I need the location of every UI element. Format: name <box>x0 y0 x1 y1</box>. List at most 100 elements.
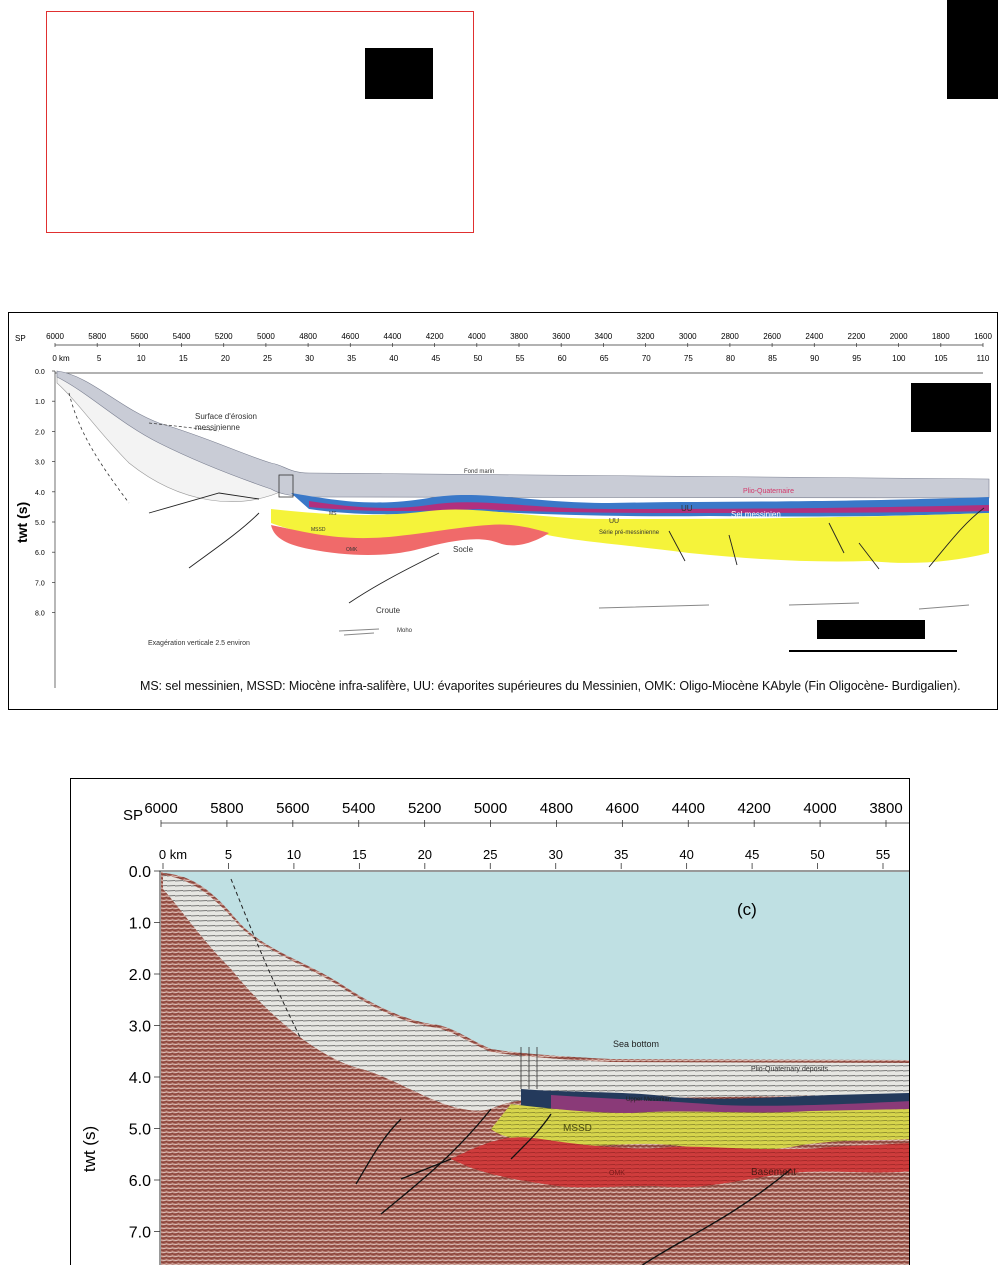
sp-tick-label: 5000 <box>474 800 507 817</box>
km-tick-label: 20 <box>418 847 432 862</box>
label-ms: MS <box>329 511 337 517</box>
water-column <box>163 872 909 1060</box>
km-tick-label: 25 <box>483 847 497 862</box>
sp-tick-label: 2600 <box>763 332 781 341</box>
km-tick-label: 60 <box>558 354 567 363</box>
label-uu-b: UU <box>609 518 619 525</box>
scale-bar <box>789 650 957 652</box>
km-tick-label: 10 <box>287 847 301 862</box>
messinian-salt-core <box>309 501 989 513</box>
twt-tick-label: 2.0 <box>35 429 45 436</box>
km-tick-label: 25 <box>263 354 272 363</box>
twt-tick-label: 5.0 <box>129 1122 151 1139</box>
seismic-layers <box>161 872 909 1265</box>
twt-tick-label: 0.0 <box>35 369 45 376</box>
sp-tick-label: 1800 <box>932 332 950 341</box>
twt-tick-label: 4.0 <box>129 1070 151 1087</box>
km-tick-label: 50 <box>473 354 482 363</box>
twt-tick-label: 2.0 <box>129 967 151 984</box>
label-mssd: MSSD <box>563 1123 592 1134</box>
sp-axis-prefix: SP <box>123 807 143 824</box>
redaction-block <box>817 620 925 639</box>
redaction-block <box>947 0 998 99</box>
km-tick-label: 90 <box>810 354 819 363</box>
sp-tick-label: 4200 <box>737 800 770 817</box>
km-tick-label: 55 <box>876 847 890 862</box>
twt-tick-label: 3.0 <box>129 1019 151 1036</box>
km-tick-label: 30 <box>548 847 562 862</box>
section-caption: MS: sel messinien, MSSD: Miocène infra-s… <box>140 679 961 693</box>
sp-tick-label: 3400 <box>594 332 612 341</box>
label-mssd: MSSD <box>311 527 326 533</box>
sp-tick-label: 4400 <box>672 800 705 817</box>
km-tick-label: 75 <box>684 354 693 363</box>
redaction-block <box>365 48 433 99</box>
label-sea-bottom: Sea bottom <box>613 1039 659 1049</box>
sp-tick-label: 5400 <box>173 332 191 341</box>
twt-tick-label: 8.0 <box>35 611 45 618</box>
km-tick-label: 110 <box>977 354 990 363</box>
sp-tick-label: 5800 <box>210 800 243 817</box>
omk-layer <box>451 1137 909 1188</box>
sp-tick-label: 3800 <box>869 800 902 817</box>
sp-tick-label: 3000 <box>679 332 697 341</box>
twt-tick-label: 4.0 <box>35 490 45 497</box>
label-pre: Série pré-messinienne <box>599 530 660 536</box>
label-exag: Exagération verticale 2.5 environ <box>148 640 250 647</box>
sp-tick-label: 5600 <box>276 800 309 817</box>
sp-tick-label: 3600 <box>552 332 570 341</box>
km-tick-label: 5 <box>225 847 232 862</box>
sp-tick-label: 6000 <box>144 800 177 817</box>
twt-tick-label: 6.0 <box>35 550 45 557</box>
twt-tick-label: 1.0 <box>35 399 45 406</box>
label-socle: Socle <box>453 545 474 554</box>
label-pq: Plio-Quaternary deposits <box>751 1066 829 1073</box>
km-tick-label: 55 <box>516 354 525 363</box>
sp-tick-label: 1600 <box>974 332 992 341</box>
twt-tick-label: 6.0 <box>129 1173 151 1190</box>
redaction-block <box>911 383 991 432</box>
sp-tick-label: 5600 <box>130 332 148 341</box>
sp-tick-label: 5800 <box>88 332 106 341</box>
km-tick-label: 20 <box>221 354 230 363</box>
empty-red-frame <box>46 11 474 233</box>
label-plio: Plio-Quaternaire <box>743 488 794 495</box>
km-tick-label: 65 <box>600 354 609 363</box>
panel-label: (c) <box>737 900 757 919</box>
sp-tick-label: 5000 <box>257 332 275 341</box>
label-erosion-1: Surface d'érosion <box>195 412 257 421</box>
geology-layers <box>56 370 990 636</box>
km-tick-label: 15 <box>179 354 188 363</box>
sp-tick-label: 4000 <box>468 332 486 341</box>
y-axis-label: twt (s) <box>80 1126 99 1172</box>
km-tick-label: 100 <box>892 354 906 363</box>
label-moho: Moho <box>397 628 413 634</box>
mssd-layer <box>491 1104 909 1151</box>
sp-tick-label: 5400 <box>342 800 375 817</box>
sp-tick-label: 4400 <box>384 332 402 341</box>
km-tick-label: 30 <box>305 354 314 363</box>
sp-tick-label: 2400 <box>805 332 823 341</box>
km-tick-label: 105 <box>934 354 948 363</box>
label-sel: Sel messinien <box>731 510 781 519</box>
km-tick-label: 5 <box>97 354 102 363</box>
sp-tick-label: 6000 <box>46 332 64 341</box>
twt-tick-label: 5.0 <box>35 520 45 527</box>
km-tick-label: 35 <box>347 354 356 363</box>
km-tick-label: 70 <box>642 354 651 363</box>
label-omk: OMK <box>346 547 358 553</box>
sp-tick-label: 4200 <box>426 332 444 341</box>
sp-tick-label: 5200 <box>215 332 233 341</box>
km-tick-label: 0 km <box>159 847 187 862</box>
km-tick-label: 45 <box>431 354 440 363</box>
km-tick-label: 45 <box>745 847 759 862</box>
label-omk: OMK <box>609 1170 625 1177</box>
km-tick-label: 35 <box>614 847 628 862</box>
sp-tick-label: 4600 <box>606 800 639 817</box>
km-tick-label: 50 <box>810 847 824 862</box>
label-um: Upper Messinian <box>626 1097 671 1103</box>
km-tick-label: 40 <box>679 847 693 862</box>
